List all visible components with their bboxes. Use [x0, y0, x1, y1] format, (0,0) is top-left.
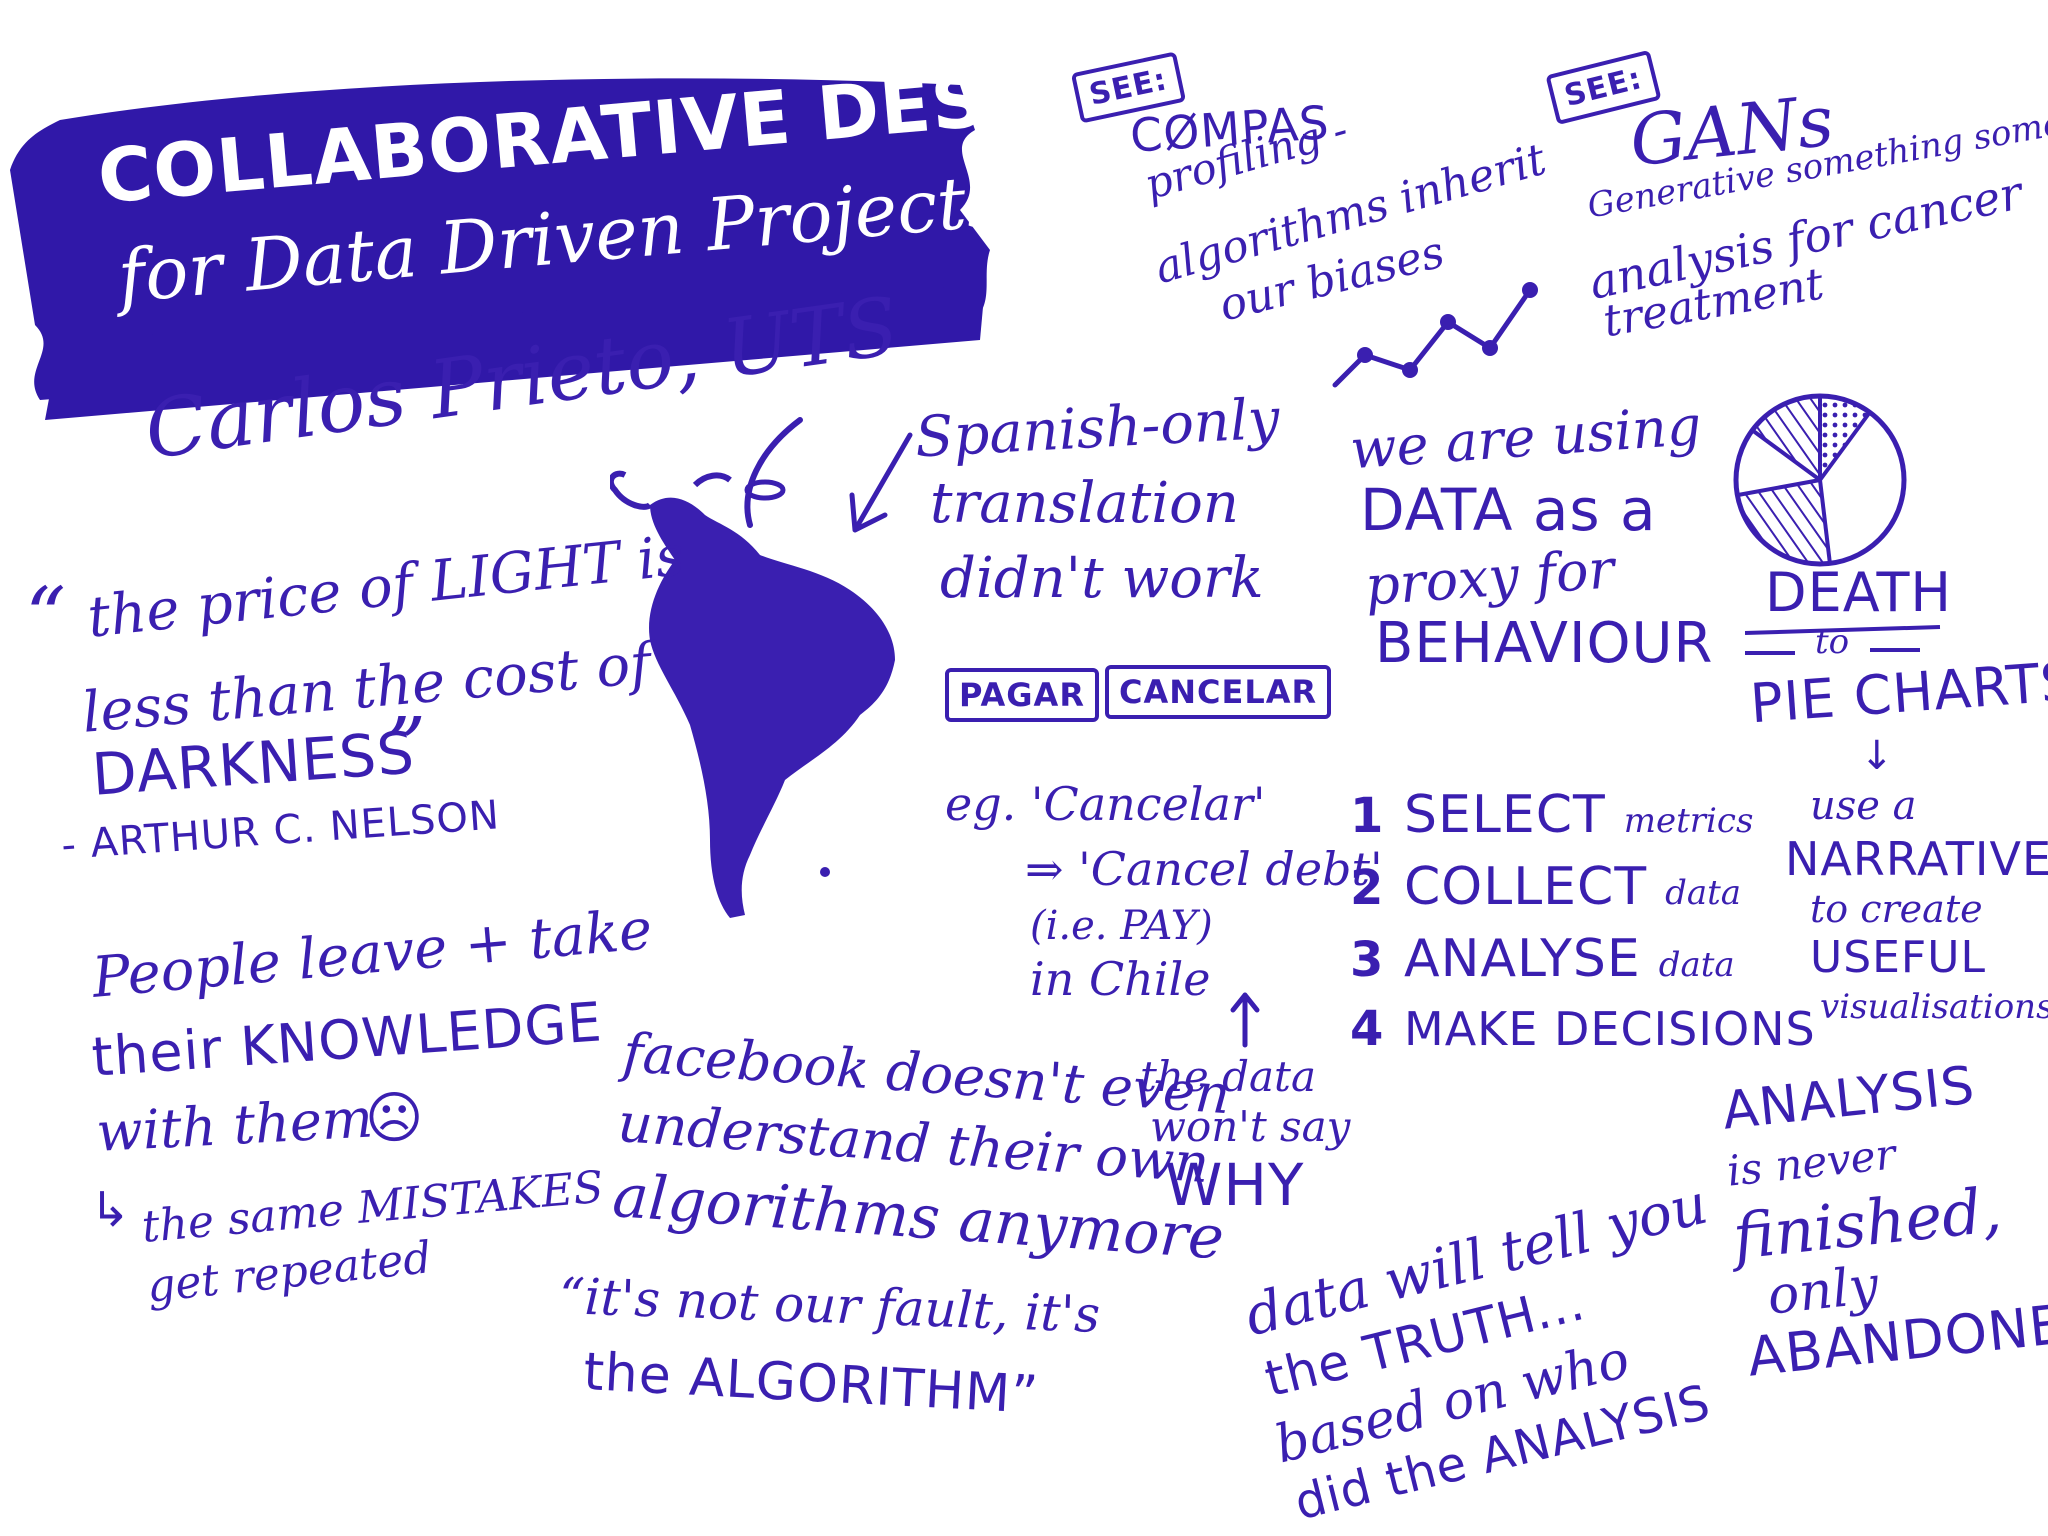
death-line-2: to — [1815, 622, 1850, 662]
step-action: MAKE DECISIONS — [1404, 1002, 1816, 1056]
step-detail: metrics — [1623, 801, 1754, 841]
title-banner-brush — [10, 78, 990, 420]
step-detail: data — [1665, 873, 1742, 913]
step-action: ANALYSE — [1404, 929, 1641, 989]
quote-close-mark: ” — [385, 700, 426, 793]
why-line-3: WHY — [1165, 1151, 1305, 1219]
spanish-line-1: Spanish-only — [913, 386, 1282, 471]
arrow-to-map-icon — [849, 432, 913, 533]
down-arrow-icon: ↓ — [1860, 733, 1894, 779]
knowledge-line-3: with them — [94, 1086, 375, 1164]
proxy-line-1: we are using — [1348, 393, 1704, 482]
death-line-3: PIE CHARTS — [1748, 649, 2048, 736]
step-detail: data — [1658, 945, 1735, 985]
fault-line-2: the ALGORITHM” — [582, 1342, 1041, 1426]
example-line-1: eg. 'Cancelar' — [945, 777, 1266, 831]
steps-list: 1 SELECT metrics 2 COLLECT data 3 ANALYS… — [1350, 785, 1834, 1073]
proxy-line-2: DATA as a — [1360, 476, 1657, 544]
pagar-button: PAGAR — [945, 668, 1099, 722]
knowledge-line-2: their KNOWLEDGE — [89, 990, 605, 1089]
narrative-line-2: NARRATIVE — [1785, 832, 2048, 886]
step-number: 4 — [1350, 1001, 1385, 1057]
example-line-4: in Chile — [1030, 952, 1211, 1006]
sad-face-icon: ☹ — [365, 1086, 424, 1151]
quote-open-mark: “ — [25, 570, 66, 663]
fault-line-1: “it's not our fault, it's — [558, 1267, 1101, 1344]
proxy-line-4: BEHAVIOUR — [1375, 611, 1714, 676]
why-line-2: won't say — [1150, 1102, 1351, 1151]
spanish-line-2: translation — [930, 471, 1239, 536]
step-item: 3 ANALYSE data — [1350, 929, 1834, 1001]
death-dash-right — [1870, 648, 1920, 652]
step-number: 2 — [1350, 860, 1385, 916]
map-peninsula-line — [744, 417, 803, 528]
cancelar-button: CANCELAR — [1105, 665, 1332, 719]
why-line-1: the data — [1140, 1052, 1316, 1101]
spanish-line-3: didn't work — [940, 546, 1264, 611]
death-line-1: DEATH — [1765, 561, 1953, 624]
narrative-line-4: USEFUL — [1810, 932, 1986, 983]
example-line-2: ⇒ 'Cancel debt' — [1025, 842, 1383, 896]
line-chart-doodle — [1332, 282, 1538, 388]
narrative-line-1: use a — [1810, 783, 1917, 829]
curved-arrow-icon: ↳ — [90, 1182, 131, 1238]
analysis-line-2: is never — [1724, 1129, 1898, 1196]
step-number: 1 — [1350, 788, 1385, 844]
proxy-line-3: proxy for — [1363, 537, 1617, 618]
death-underline — [1745, 625, 1941, 635]
step-action: COLLECT — [1404, 857, 1648, 917]
step-item: 1 SELECT metrics — [1350, 785, 1834, 857]
step-number: 3 — [1350, 932, 1385, 988]
death-dash-left — [1745, 651, 1795, 655]
step-item: 2 COLLECT data — [1350, 857, 1834, 929]
step-action: SELECT — [1404, 785, 1606, 845]
narrative-line-3: to create — [1810, 887, 1983, 931]
step-item: 4 MAKE DECISIONS — [1350, 1001, 1834, 1073]
example-line-3: (i.e. PAY) — [1030, 903, 1213, 949]
pie-chart-doodle — [1733, 393, 1907, 567]
up-arrow-icon — [1230, 992, 1260, 1048]
quote-light-line-1: the price of LIGHT is — [84, 523, 688, 651]
narrative-line-5: visualisations — [1820, 987, 2048, 1027]
